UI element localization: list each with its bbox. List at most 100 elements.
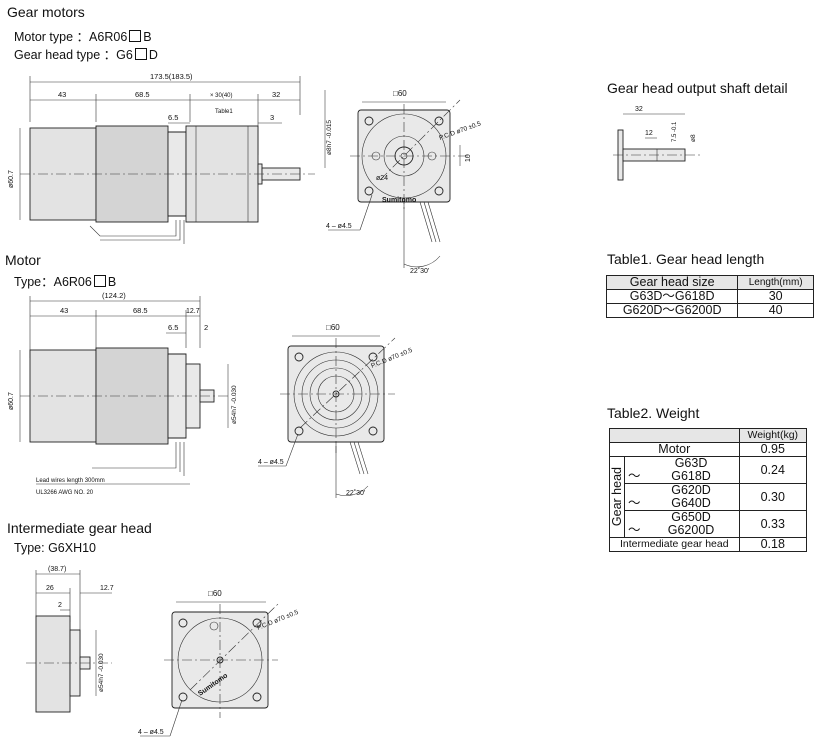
table-row: Gear head G63D 0.24 (609, 456, 808, 538)
brand-gear-motor: Sumitomo (382, 197, 416, 204)
int-dim-square: □60 (208, 589, 222, 598)
motor-dim-dia-pilot: ø54h7 -0.030 (231, 385, 238, 424)
motor-type-line-2: Type：A6R06 B (14, 271, 116, 290)
table2-intermediate-value: 0.18 (738, 537, 808, 552)
dim-dia-shaft: ø8h7 -0.015 (326, 120, 333, 155)
table2-tilde: ～ (623, 497, 644, 511)
blank-box-icon (134, 48, 147, 60)
table2-cell: G650D (643, 510, 740, 524)
motor-dim-holes: 4 – ø4.5 (258, 459, 284, 466)
int-dim-holes: 4 – ø4.5 (138, 729, 164, 736)
table-row: ～ G618D (610, 470, 807, 484)
gear-head-type-suffix: D (148, 48, 158, 62)
table-row: G650D 0.33 (610, 510, 808, 538)
gear-head-type-line: Gear head type ：G6 D (14, 44, 158, 63)
shaft-dim-12: 12 (645, 130, 653, 137)
table-row: G620D～G6200D 40 (605, 303, 814, 318)
shaft-dim-32: 32 (635, 106, 643, 113)
dim-dia-body: ø60.7 (8, 170, 15, 188)
motor-type-label-2: Type (14, 275, 42, 289)
dim-43: 43 (58, 90, 66, 99)
dim-holes: 4 – ø4.5 (326, 223, 352, 230)
dim-10: 10 (465, 154, 472, 162)
motor-dim-dia-body: ø60.7 (8, 392, 15, 410)
dim-24: ø24 (376, 175, 388, 182)
table2-motor-value: 0.95 (738, 442, 808, 457)
int-dim-2: 2 (58, 602, 62, 609)
table2-cell: G620D (643, 483, 740, 497)
motor-dim-12-7: 12.7 (186, 308, 200, 315)
motor-type-prefix: ：A6R06 (76, 30, 128, 44)
motor-type-label: Motor type (14, 30, 74, 44)
motor-dim-43: 43 (60, 306, 68, 315)
table2-cell: G618D (643, 470, 740, 484)
table2-cell: G640D (643, 497, 740, 511)
table2-intermediate-label: Intermediate gear head (609, 537, 740, 552)
dim-x30: × 30(40) (210, 93, 233, 99)
table1-cell: 40 (737, 303, 814, 318)
gear-head-type-label: Gear head type (14, 48, 101, 62)
gear-head-type-prefix: ：G6 (103, 48, 133, 62)
table1-cell: G620D～G6200D (605, 303, 739, 318)
table-row: G63D～G618D 30 (605, 289, 814, 304)
table2-cell: 0.33 (738, 510, 808, 538)
motor-type-prefix-2: ：A6R06 (41, 275, 92, 289)
int-dim-overall: (38.7) (48, 566, 66, 573)
intermediate-type-line: Type: G6XH10 (14, 541, 96, 555)
shaft-detail-drawing: 32 12 7.5 -0.1 ø8 (613, 106, 700, 181)
table2: Weight(kg) Motor 0.95 Gear head G63D 0.2… (609, 428, 808, 552)
table1-header-length: Length(mm) (737, 275, 814, 290)
int-dim-dia-pilot: ø54h7 -0.030 (98, 653, 105, 692)
table2-motor-label: Motor (609, 442, 740, 457)
blank-box-icon (93, 275, 106, 287)
gear-motor-drawing: 173.5(183.5) 43 68.5 × 30(40) Table1 32 … (8, 72, 482, 275)
motor-dim-angle: 22˚30' (346, 489, 365, 497)
motor-dim-68-5: 68.5 (133, 306, 148, 315)
intermediate-title: Intermediate gear head (7, 520, 152, 536)
motor-type-suffix: B (143, 30, 152, 44)
shaft-dim-7-5: 7.5 -0.1 (672, 121, 678, 142)
table-row: Motor 0.95 (609, 442, 808, 457)
table-row: G620D 0.30 (610, 483, 808, 511)
dim-3: 3 (270, 113, 274, 122)
motor-type-suffix-2: B (107, 275, 117, 289)
intermediate-drawing: (38.7) 26 12.7 2 ø54h7 -0.030 □60 Sumito… (26, 566, 300, 737)
int-dim-12-7: 12.7 (100, 585, 114, 592)
table2-group-label: Gear head (609, 467, 624, 527)
table-row: Intermediate gear head 0.18 (609, 537, 808, 552)
table2-tilde: ～ (623, 524, 644, 538)
motor-dim-square: □60 (326, 323, 340, 332)
table1-title: Table1. Gear head length (607, 251, 765, 267)
table1: Gear head size Length(mm) G63D～G618D 30 … (605, 275, 814, 318)
table1-cell: G63D～G618D (605, 289, 739, 304)
dim-square: □60 (393, 89, 407, 98)
intermediate-body (35, 615, 71, 713)
table2-title: Table2. Weight (607, 405, 700, 421)
table2-cell: 0.30 (738, 483, 808, 511)
motor-drawing: (124.2) 43 68.5 12.7 6.5 2 ø60.7 ø54h7 -… (8, 291, 414, 498)
dim-68-5: 68.5 (135, 90, 150, 99)
intermediate-type-label: Type: (14, 541, 45, 555)
shaft-dim-8: ø8 (690, 134, 697, 142)
dim-table1: Table1 (215, 109, 233, 115)
blank-box-icon (129, 30, 142, 42)
table2-cell: 0.24 (738, 456, 808, 484)
dim-overall: 173.5(183.5) (150, 72, 193, 81)
motor-dim-overall: (124.2) (102, 291, 126, 300)
dim-6-5: 6.5 (168, 113, 178, 122)
dim-32: 32 (272, 90, 280, 99)
lead-note-1: Lead wires length 300mm (36, 478, 105, 484)
table2-cell: G6200D (643, 524, 740, 538)
dim-angle: 22˚30' (410, 267, 429, 275)
table2-cell: G63D (643, 456, 740, 470)
int-dim-26: 26 (46, 585, 54, 592)
intermediate-type-value: G6XH10 (48, 541, 97, 555)
motor-dim-6-5: 6.5 (168, 323, 178, 332)
table2-tilde: ～ (623, 470, 644, 484)
shaft-detail-title: Gear head output shaft detail (607, 80, 788, 96)
motor-type-line: Motor type ：A6R06 B (14, 26, 152, 45)
table1-header-size: Gear head size (605, 275, 739, 290)
motor-title: Motor (5, 252, 41, 268)
table-row: ～ G640D (610, 497, 807, 511)
